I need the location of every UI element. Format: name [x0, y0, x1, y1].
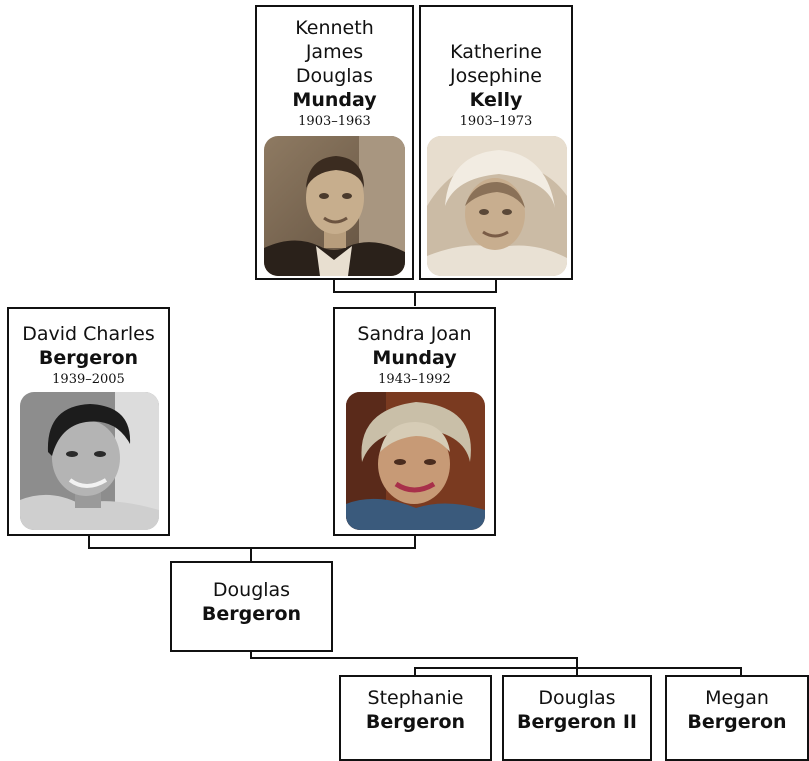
connector-grandparents-join [333, 278, 335, 292]
connector-parents-join [88, 534, 90, 548]
person-card-child[interactable]: Megan Bergeron [665, 675, 809, 761]
surname: Bergeron II [517, 711, 637, 733]
person-card-father[interactable]: David Charles Bergeron 1939–2005 [7, 307, 170, 536]
person-card-mother[interactable]: Sandra Joan Munday 1943–1992 [333, 307, 496, 536]
surname: Bergeron [38, 347, 139, 369]
connector-focus-down [250, 650, 252, 659]
life-dates: 1943–1992 [378, 372, 451, 387]
surname: Bergeron [687, 711, 787, 733]
person-card-grandfather[interactable]: Kenneth James Douglas Munday 1903–1963 [255, 5, 414, 280]
given-name: Douglas [212, 579, 291, 601]
given-name: Kenneth [295, 17, 374, 39]
person-card-focus[interactable]: Douglas Bergeron [170, 561, 333, 652]
surname: Bergeron [365, 711, 466, 733]
surname: Kelly [469, 89, 523, 111]
surname: Munday [292, 89, 377, 111]
given-name: Sandra Joan [357, 323, 472, 345]
surname: Bergeron [201, 603, 302, 625]
connector-parents-bar [88, 547, 416, 549]
given-name: Douglas [295, 65, 374, 87]
given-name: Douglas [538, 687, 616, 709]
person-card-grandmother[interactable]: Katherine Josephine Kelly 1903–1973 [419, 5, 573, 280]
surname: Munday [372, 347, 457, 369]
life-dates: 1903–1963 [298, 114, 371, 129]
given-name: Josephine [450, 65, 542, 87]
connector-child [740, 667, 742, 675]
connector-parents-join [414, 534, 416, 548]
connector-children-bar [414, 667, 742, 669]
portrait-photo [346, 392, 485, 530]
given-name: David Charles [22, 323, 155, 345]
connector-child [414, 667, 416, 675]
connector-to-children [576, 657, 578, 668]
connector-focus-bar [250, 657, 578, 659]
connector-grandparents-join [495, 278, 497, 292]
person-card-child[interactable]: Stephanie Bergeron [339, 675, 492, 761]
life-dates: 1939–2005 [52, 372, 125, 387]
portrait-photo [264, 136, 405, 276]
portrait-photo [20, 392, 159, 530]
connector-to-focus [250, 547, 252, 561]
connector-to-mother [414, 291, 416, 306]
given-name: Megan [705, 687, 769, 709]
portrait-photo [427, 136, 567, 276]
life-dates: 1903–1973 [459, 114, 533, 129]
person-card-child[interactable]: Douglas Bergeron II [502, 675, 652, 761]
given-name: Katherine [450, 41, 542, 63]
given-name: James [305, 41, 364, 63]
given-name: Stephanie [367, 687, 464, 709]
connector-child [576, 667, 578, 675]
